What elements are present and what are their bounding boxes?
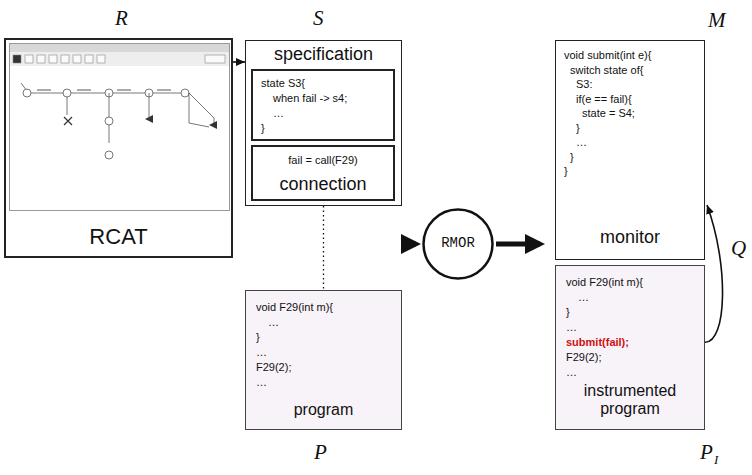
tool-icon <box>97 55 105 63</box>
state-dot <box>63 89 71 97</box>
connector <box>233 61 245 63</box>
code-line: } <box>261 122 265 135</box>
state-line <box>31 93 63 94</box>
box-title: specification <box>246 44 401 65</box>
code-line: submit(fail); <box>566 336 629 349</box>
code-line: … <box>273 107 284 120</box>
code-line: switch state of{ <box>570 64 643 77</box>
code-line: } <box>576 122 580 135</box>
connector <box>323 206 324 290</box>
instrumented-box: void F29(int m){ …} … submit(fail); F29(2); …… <box>555 265 705 430</box>
input-arrow <box>405 242 416 247</box>
box-title: instrumented program <box>556 382 704 419</box>
tool-screenshot <box>9 43 230 211</box>
state-dot <box>181 89 189 97</box>
state-marker <box>145 115 217 129</box>
tool-icon <box>13 55 21 63</box>
state-line <box>71 93 105 94</box>
code-line: … <box>256 346 267 359</box>
state-line <box>189 93 214 127</box>
code-line: … <box>578 291 589 304</box>
tool-icon <box>85 55 93 63</box>
code-line: when fail -> s4; <box>273 92 347 105</box>
output-arrow <box>496 242 540 247</box>
code-line: } <box>256 331 260 344</box>
figure-letter: R <box>115 6 128 31</box>
code-line: } <box>566 306 570 319</box>
state-dot <box>105 151 113 159</box>
tool-icon <box>37 55 45 63</box>
state-line <box>67 97 68 115</box>
tool-icon <box>73 55 81 63</box>
tool-bar <box>10 52 229 66</box>
code-line: … <box>566 321 577 334</box>
window-frame <box>10 44 230 211</box>
code-line: state = S4; <box>582 107 635 120</box>
code-line: F29(2); <box>566 351 601 364</box>
code-line: … <box>566 366 577 379</box>
figure-letter: M <box>708 8 726 33</box>
code-line: } <box>570 151 574 164</box>
tool-button <box>205 55 225 63</box>
state-line <box>109 93 149 143</box>
code-line: if(e == fail){ <box>576 93 632 106</box>
state-dot <box>23 89 31 97</box>
edge-tag <box>117 89 131 91</box>
code-line: … <box>256 376 267 389</box>
code-line: } <box>564 165 568 178</box>
code-line: F29(2); <box>256 361 291 374</box>
code-line: … <box>576 136 587 149</box>
tool-panel: RCAT <box>4 38 233 258</box>
monitor-box: void submit(int e){ switch state of{S3: if… <box>555 40 705 260</box>
code-line: … <box>268 316 279 329</box>
figure-letter: P <box>314 440 327 465</box>
code-line: S3: <box>576 78 593 91</box>
tool-icon <box>61 55 69 63</box>
cross-mark <box>64 117 72 125</box>
code-line: fail = call(F29) <box>253 154 393 167</box>
title-bar <box>10 44 229 52</box>
tool-circle: RMOR <box>422 208 494 280</box>
tool-icon <box>49 55 57 63</box>
program-box: void F29(int m){ …} … F29(2); … program <box>245 290 402 430</box>
state-line <box>113 93 145 94</box>
tool-icon <box>25 55 33 63</box>
box-title: monitor <box>556 227 704 248</box>
state-box: state S3{ when fail -> s4; …} <box>251 69 395 141</box>
box-title: program <box>246 401 401 419</box>
edge-tag <box>37 89 51 91</box>
figure-letter: I <box>714 452 718 468</box>
edge-tag <box>77 89 91 91</box>
state-line <box>153 93 181 94</box>
box-title: RMOR <box>422 235 494 251</box>
box-title: connection <box>253 174 393 195</box>
figure-letter: P <box>700 440 713 465</box>
connector <box>705 205 723 342</box>
box-title: RCAT <box>6 224 231 249</box>
connection-box: fail = call(F29) connection <box>251 145 395 201</box>
edge-tag <box>157 89 171 91</box>
state-dot <box>105 117 113 125</box>
edge-label: Q <box>731 236 746 261</box>
figure-letter: S <box>313 6 324 31</box>
code-line: void submit(int e){ <box>564 49 651 62</box>
code-line: state S3{ <box>261 77 305 90</box>
code-line: void F29(int m){ <box>566 276 643 289</box>
specification-box: specification state S3{ when fail -> s4; …}… <box>245 40 402 206</box>
code-line: void F29(int m){ <box>256 301 333 314</box>
